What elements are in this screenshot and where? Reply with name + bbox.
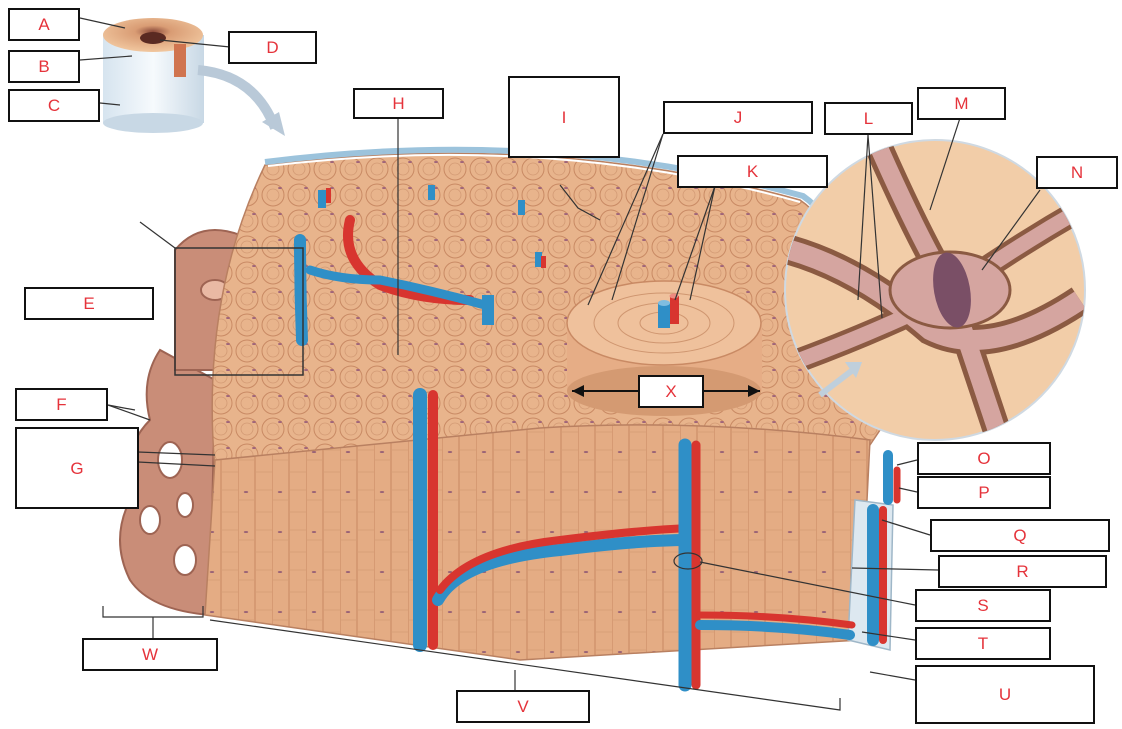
- label-f: F: [15, 388, 108, 421]
- label-u: U: [915, 665, 1095, 724]
- label-m: M: [917, 87, 1006, 120]
- label-o: O: [917, 442, 1051, 475]
- label-p: P: [917, 476, 1051, 509]
- compact-bone-top: [212, 153, 880, 470]
- label-q: Q: [930, 519, 1110, 552]
- label-d: D: [228, 31, 317, 64]
- label-b: B: [8, 50, 80, 83]
- label-k: K: [677, 155, 828, 188]
- label-t: T: [915, 627, 1051, 660]
- label-j: J: [663, 101, 813, 134]
- label-r: R: [938, 555, 1107, 588]
- label-l: L: [824, 102, 913, 135]
- label-h: H: [353, 88, 444, 119]
- label-w: W: [82, 638, 218, 671]
- label-c: C: [8, 89, 100, 122]
- label-e: E: [24, 287, 154, 320]
- label-i: I: [508, 76, 620, 158]
- long-bone-cylinder: [103, 18, 204, 133]
- label-g: G: [15, 427, 139, 509]
- label-n: N: [1036, 156, 1118, 189]
- label-v: V: [456, 690, 590, 723]
- label-a: A: [8, 8, 80, 41]
- label-x: X: [638, 375, 704, 408]
- label-s: S: [915, 589, 1051, 622]
